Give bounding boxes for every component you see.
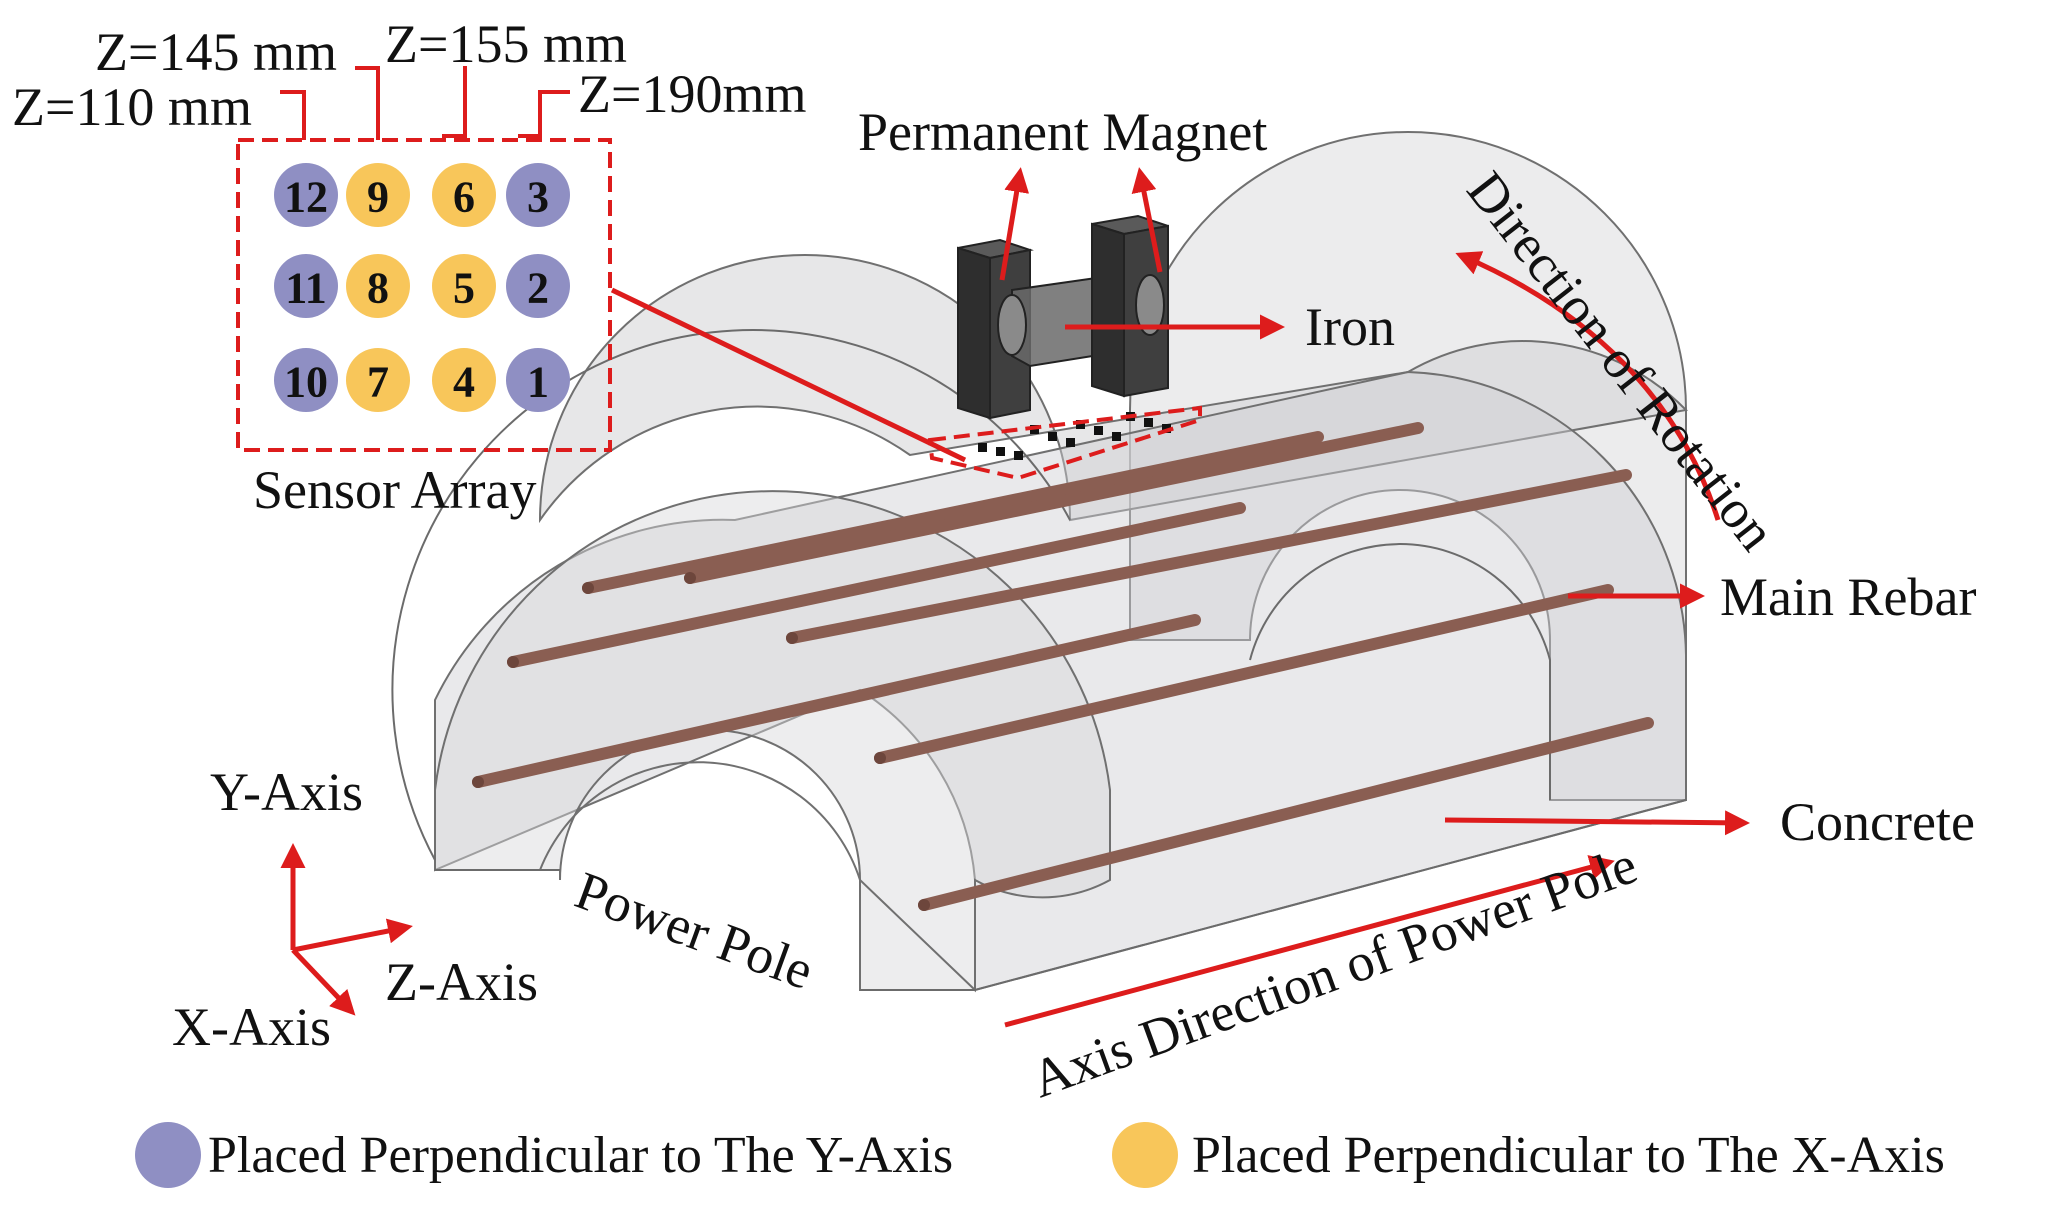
- rebars: [472, 422, 1654, 911]
- sensor-dot: [978, 443, 987, 452]
- sensor-5: [432, 254, 496, 318]
- magnet-arrow-left: [999, 167, 1030, 281]
- sensor-grid: 12 9 6 3 11 8 5 2 10 7 4 1: [274, 163, 570, 412]
- concrete-label: Concrete: [1780, 792, 1975, 852]
- legend-swatch-x: [1112, 1122, 1178, 1188]
- legend-label-y: Placed Perpendicular to The Y-Axis: [208, 1127, 953, 1184]
- concrete-bottom-edge: [435, 799, 1687, 991]
- concrete-body: [391, 131, 1689, 993]
- sensor-12: [274, 163, 338, 227]
- sensor-dot: [1048, 432, 1057, 441]
- sensor-array-label: Sensor Array: [253, 460, 536, 520]
- z145-bracket: [355, 66, 380, 140]
- sensor-4: [432, 348, 496, 412]
- rebar-ends: [472, 572, 930, 911]
- magnet-left-front: [957, 246, 991, 420]
- sensor-6: [432, 163, 496, 227]
- sensor-number: 10: [284, 358, 328, 407]
- sensor-dot: [1076, 420, 1085, 429]
- iron-label: Iron: [1305, 297, 1395, 357]
- axis-direction-arrow: [1004, 855, 1615, 1028]
- sensor-dot: [1066, 438, 1075, 447]
- rebar: [582, 431, 1324, 594]
- sensor-number: 11: [285, 264, 327, 313]
- z190-label: Z=190mm: [578, 64, 806, 124]
- rebar-end: [582, 582, 594, 594]
- z155-bracket: [442, 66, 467, 138]
- permanent-magnet-label: Permanent Magnet: [858, 102, 1267, 162]
- rebar: [684, 422, 1424, 584]
- rebar: [918, 717, 1654, 911]
- concrete-inner-arch: [539, 761, 976, 993]
- sensor-footprint-box: [927, 405, 1202, 481]
- power-pole-label: Power Pole: [568, 860, 821, 1001]
- legend-swatch-y: [135, 1122, 201, 1188]
- sensor-array-box: [236, 138, 612, 452]
- rebar-end: [472, 776, 484, 788]
- sensor-8: [346, 254, 410, 318]
- sensor-7: [346, 348, 410, 412]
- sensor-number: 4: [453, 358, 475, 407]
- sensor-number: 2: [527, 264, 549, 313]
- sensor-dot: [1112, 432, 1121, 441]
- rebar-end: [918, 899, 930, 911]
- sensor-10: [274, 348, 338, 412]
- magnet-assembly: [957, 214, 1169, 420]
- z110-label: Z=110 mm: [12, 77, 252, 137]
- sensor-9: [346, 163, 410, 227]
- sensor-dot: [1162, 424, 1171, 433]
- sensor-2: [506, 254, 570, 318]
- rebar: [786, 469, 1632, 644]
- z155-label: Z=155 mm: [385, 14, 627, 74]
- sensor-number: 9: [367, 173, 389, 222]
- rebar-end: [874, 752, 886, 764]
- x-axis-label: X-Axis: [172, 997, 331, 1057]
- rotation-arrow: [1455, 251, 1721, 521]
- concrete-front-arch: [391, 328, 1071, 861]
- rebar-end: [507, 656, 519, 668]
- sensor-dot: [1144, 418, 1153, 427]
- magnet-right-front: [1091, 222, 1125, 398]
- sensor-number: 6: [453, 173, 475, 222]
- annotation-arrows: [280, 167, 1750, 1028]
- y-axis-label: Y-Axis: [210, 762, 363, 822]
- rebar: [507, 502, 1246, 668]
- iron-core-end: [997, 294, 1027, 356]
- sensor-number: 12: [284, 173, 328, 222]
- magnet-arrow-right: [1131, 167, 1163, 273]
- sensor-number: 3: [527, 173, 549, 222]
- x-axis-arrow: [291, 948, 356, 1016]
- iron-core-right-end: [1135, 274, 1165, 336]
- sensor-number: 5: [453, 264, 475, 313]
- z-axis-arrow: [292, 918, 413, 953]
- legend-label-x: Placed Perpendicular to The X-Axis: [1192, 1127, 1945, 1184]
- rebar-end: [684, 572, 696, 584]
- main-rebar-label: Main Rebar: [1720, 567, 1976, 627]
- sensor-dot: [996, 447, 1005, 456]
- sensor-11: [274, 254, 338, 318]
- z110-bracket: [280, 90, 306, 140]
- z145-label: Z=145 mm: [95, 22, 337, 82]
- rebar: [874, 584, 1614, 764]
- sensor-number: 8: [367, 264, 389, 313]
- legend: Placed Perpendicular to The Y-Axis Place…: [135, 1122, 1945, 1188]
- rebar-end: [786, 632, 798, 644]
- sensor-1: [506, 348, 570, 412]
- concrete-arrow: [1444, 810, 1750, 836]
- sensor-number: 1: [527, 358, 549, 407]
- z-axis-label: Z-Axis: [385, 952, 538, 1012]
- rebar: [472, 614, 1201, 788]
- sensor-dot: [1094, 426, 1103, 435]
- sensor-array-connector: [610, 287, 967, 463]
- sensor-number: 7: [367, 358, 389, 407]
- z-brackets: [280, 66, 570, 140]
- sensor-array-inset: 12 9 6 3 11 8 5 2 10 7 4 1: [236, 66, 612, 452]
- sensor-dot: [1014, 451, 1023, 460]
- sensor-3: [506, 163, 570, 227]
- z190-bracket: [518, 90, 570, 138]
